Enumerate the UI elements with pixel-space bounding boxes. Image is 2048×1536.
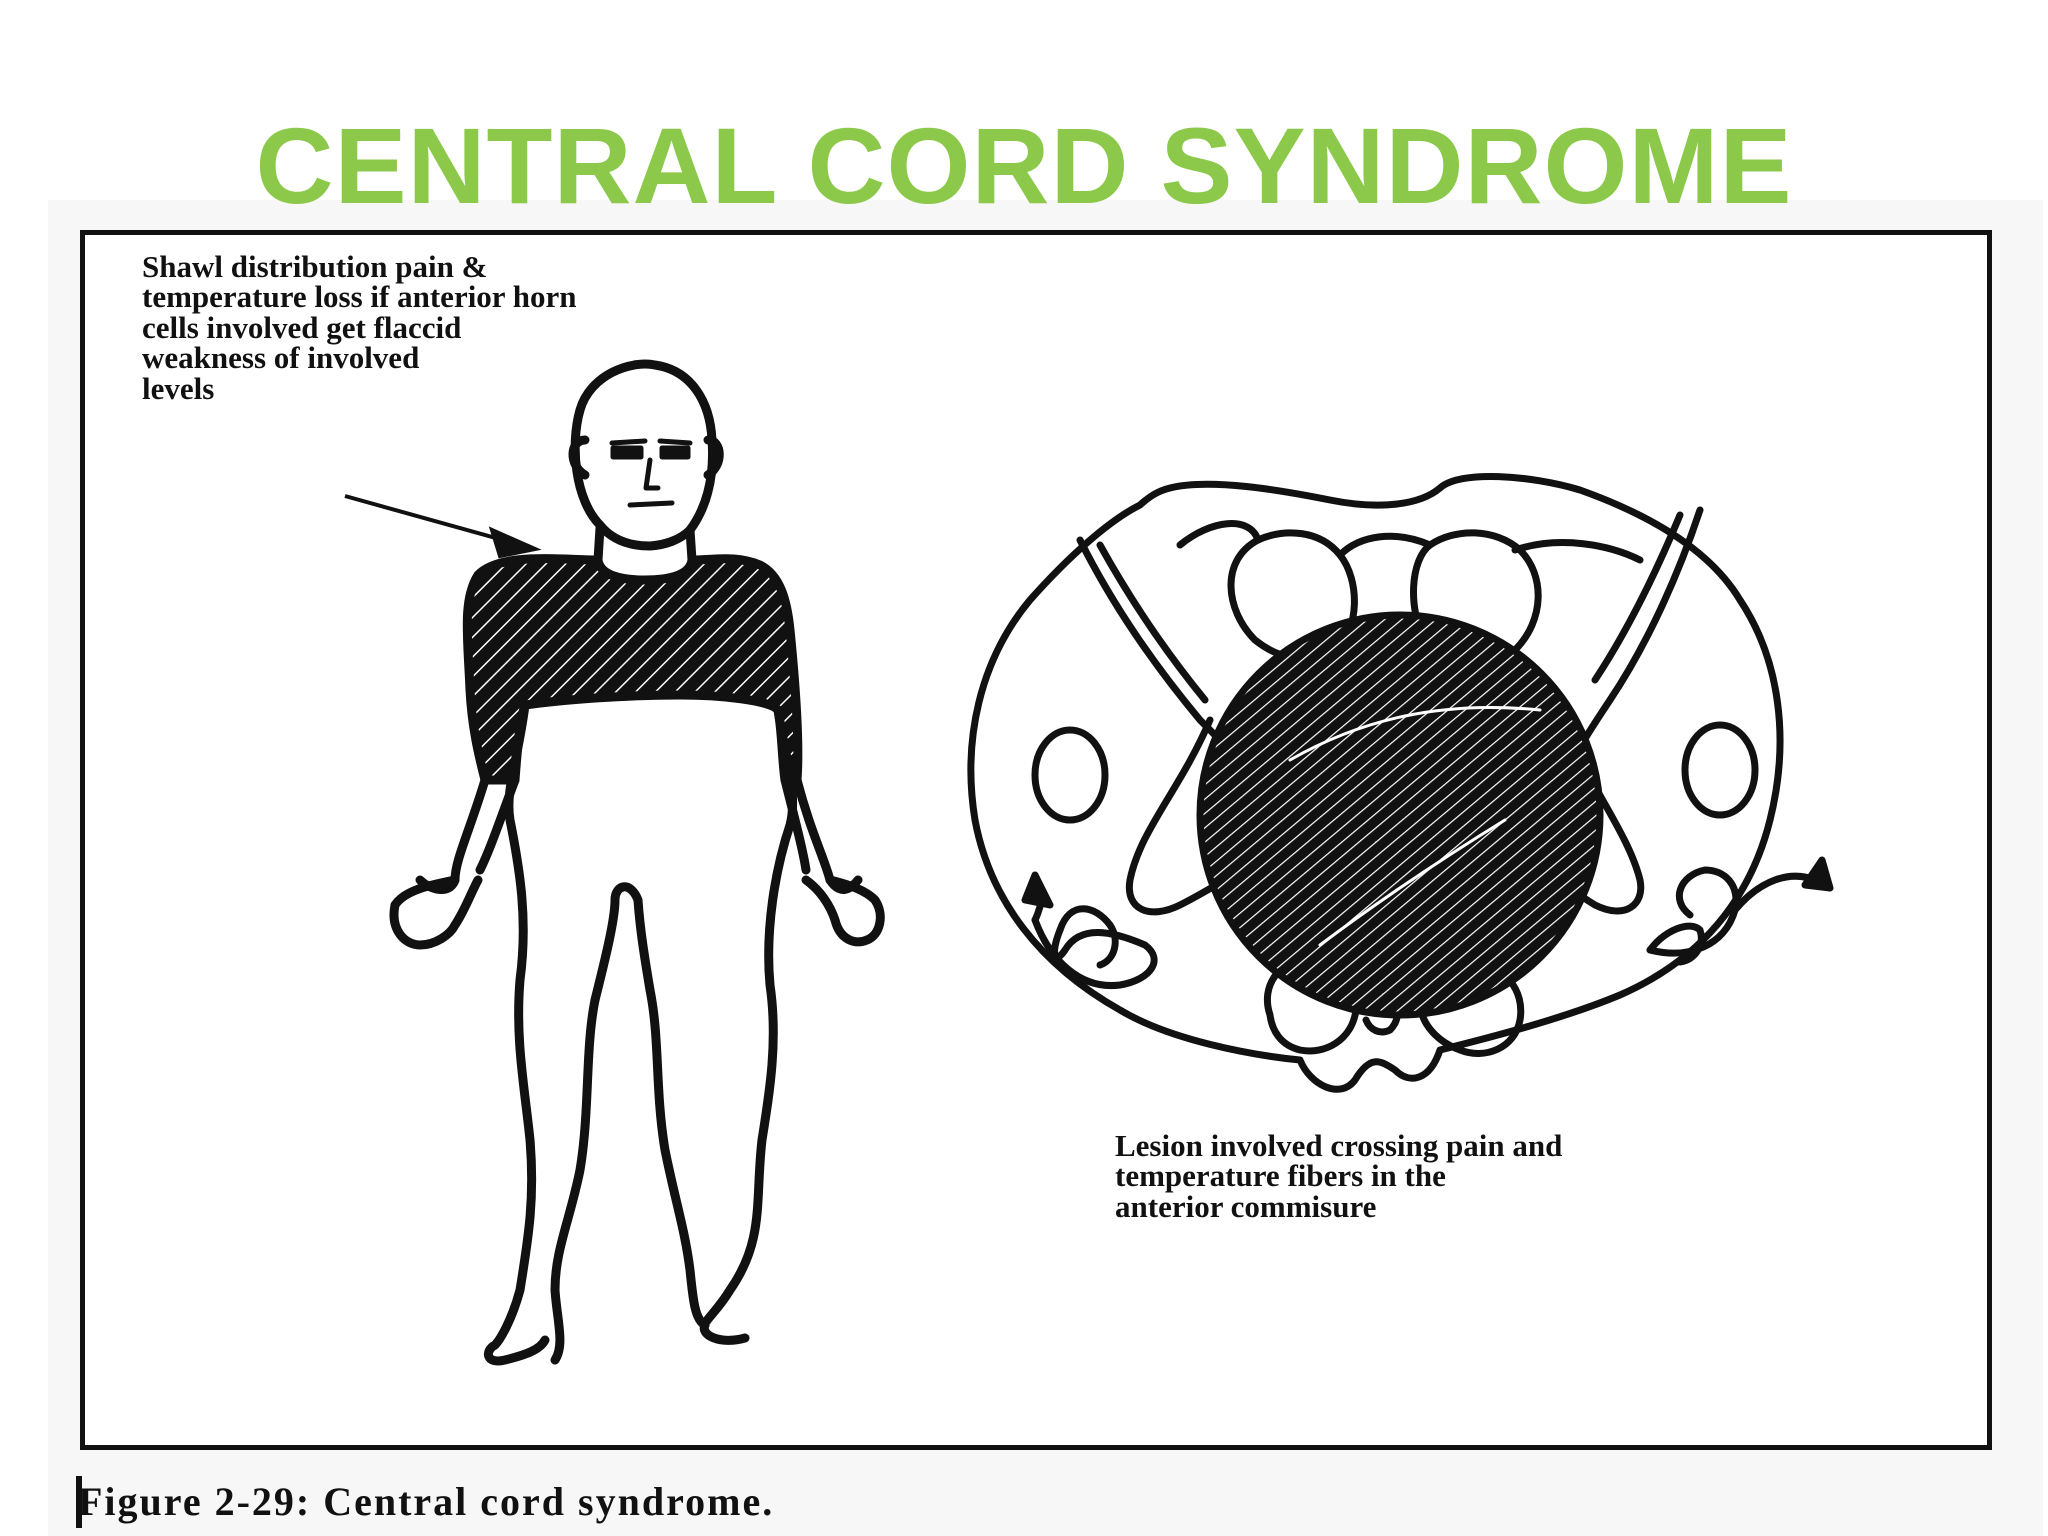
right-curve-arrowhead (1801, 856, 1834, 892)
left-torso (484, 700, 550, 1366)
left-arm (415, 775, 490, 894)
crotch (590, 882, 655, 1005)
right-lateral-loop (1681, 721, 1759, 819)
figure-frame (80, 230, 1992, 1450)
left-lower-loop (1031, 916, 1158, 990)
lesion-annotation: Lesion involved crossing pain and temper… (1115, 1128, 1563, 1224)
left-lateral-loop (1031, 726, 1109, 824)
cord-outer-outline (967, 472, 1784, 1093)
commissure-contour (1288, 705, 1542, 762)
figure-caption: Figure 2-29: Central cord syndrome. (78, 1479, 775, 1524)
head (570, 359, 718, 551)
slide-title: CENTRAL CORD SYNDROME (255, 105, 1793, 227)
pointer-arrow-icon (344, 494, 542, 559)
human-figure (389, 359, 885, 1366)
central-septum-top (1336, 532, 1434, 559)
caption-marker (76, 1476, 82, 1528)
right-leg-inner (645, 985, 710, 1330)
left-leg-inner (550, 995, 600, 1365)
right-hand (801, 875, 885, 947)
left-hand (389, 875, 483, 950)
right-ear (703, 435, 724, 480)
left-ear (568, 435, 590, 480)
left-curve-arrowhead (1021, 871, 1054, 909)
central-lesion (1196, 611, 1604, 1019)
right-torso (699, 705, 798, 1345)
neck (593, 523, 697, 565)
spinal-cord-cross-section (967, 472, 1834, 1093)
shawl-distribution-region (462, 554, 803, 785)
face (609, 438, 693, 508)
shawl-distribution-annotation: Shawl distribution pain & temperature lo… (142, 249, 577, 406)
